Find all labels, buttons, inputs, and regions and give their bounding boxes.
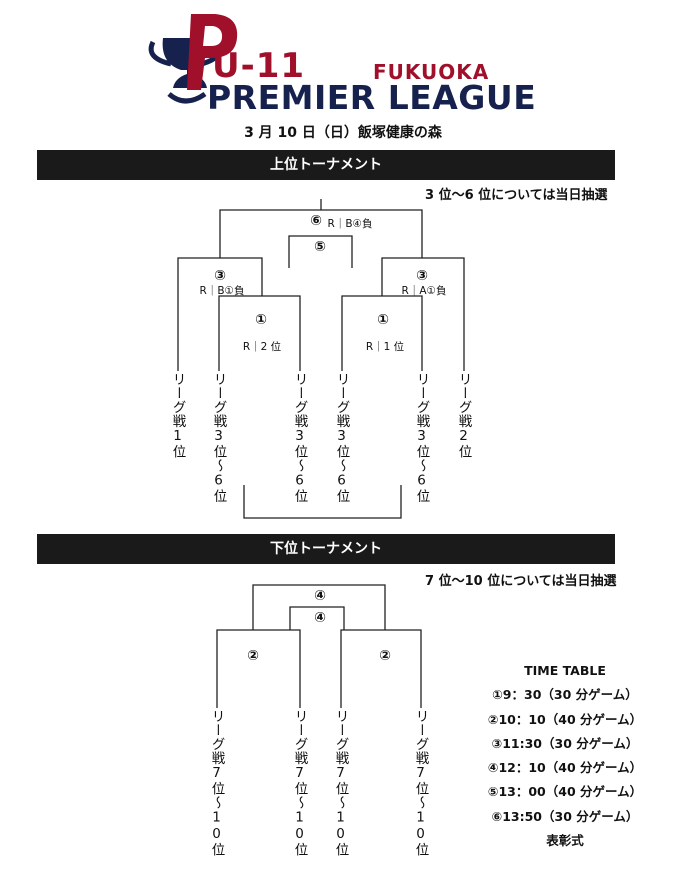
lower-entry-4: リーグ戦7位〜10位 — [412, 709, 429, 857]
match-3-left-label: R｜B①負 — [199, 285, 245, 297]
time-table-row: ②10：10（40 分ゲーム） — [487, 711, 643, 727]
upper-tournament-title-bar: 上位トーナメント — [37, 150, 615, 180]
match-3-right-label: R｜A①負 — [401, 285, 447, 297]
match-2-right-number: ② — [379, 648, 391, 664]
match-1-right-label: R｜1 位 — [365, 341, 405, 353]
lower-tournament-title-bar: 下位トーナメント — [37, 534, 615, 564]
upper-entry-2: リーグ戦3位〜6位 — [210, 372, 227, 503]
event-date-venue: 3 月 10 日（日）飯塚健康の森 — [244, 125, 442, 141]
match-6-label: R｜B④負 — [327, 218, 373, 230]
time-table-row: ①9：30（30 分ゲーム） — [492, 687, 638, 703]
lower-draw-note: 7 位～10 位については当日抽選 — [425, 574, 617, 589]
match-2-left-number: ② — [247, 648, 259, 664]
lower-entry-3: リーグ戦7位〜10位 — [332, 709, 349, 857]
time-table-row: ⑥13:50（30 分ゲーム） — [491, 808, 639, 824]
upper-entry-1: リーグ戦1位 — [169, 372, 186, 459]
upper-entry-6: リーグ戦2位 — [455, 372, 472, 459]
lower-entry-1: リーグ戦7位〜10位 — [208, 709, 225, 857]
lower-entry-2: リーグ戦7位〜10位 — [291, 709, 308, 857]
time-table-row: ④12：10（40 分ゲーム） — [487, 760, 643, 776]
upper-entry-3: リーグ戦3位〜6位 — [291, 372, 308, 503]
time-table-title: TIME TABLE — [524, 663, 606, 678]
match-1-left-label: R｜2 位 — [242, 341, 282, 353]
match-3-left-number: ③ — [214, 268, 226, 284]
match-1-left-number: ① — [255, 312, 267, 328]
logo-premier-league-text: PREMIER LEAGUE — [207, 78, 537, 117]
time-table: TIME TABLE ①9：30（30 分ゲーム） ②10：10（40 分ゲーム… — [470, 659, 660, 853]
upper-draw-note: 3 位～6 位については当日抽選 — [425, 188, 608, 203]
match-4-upper-number: ④ — [314, 588, 326, 604]
time-table-row: 表彰式 — [546, 833, 584, 849]
time-table-row: ⑤13：00（40 分ゲーム） — [487, 784, 643, 800]
logo-city-text: FUKUOKA — [373, 60, 490, 84]
match-1-right-number: ① — [377, 312, 389, 328]
upper-entry-4: リーグ戦3位〜6位 — [333, 372, 350, 503]
logo-u11-text: U-11 — [212, 46, 306, 86]
upper-entry-5: リーグ戦3位〜6位 — [413, 372, 430, 503]
match-3-right-number: ③ — [416, 268, 428, 284]
trophy-logo-icon — [148, 14, 238, 104]
match-4-lower-number: ④ — [314, 610, 326, 626]
match-6-number: ⑥ — [310, 213, 322, 229]
time-table-row: ③11:30（30 分ゲーム） — [491, 735, 639, 751]
match-5-number: ⑤ — [314, 239, 326, 255]
